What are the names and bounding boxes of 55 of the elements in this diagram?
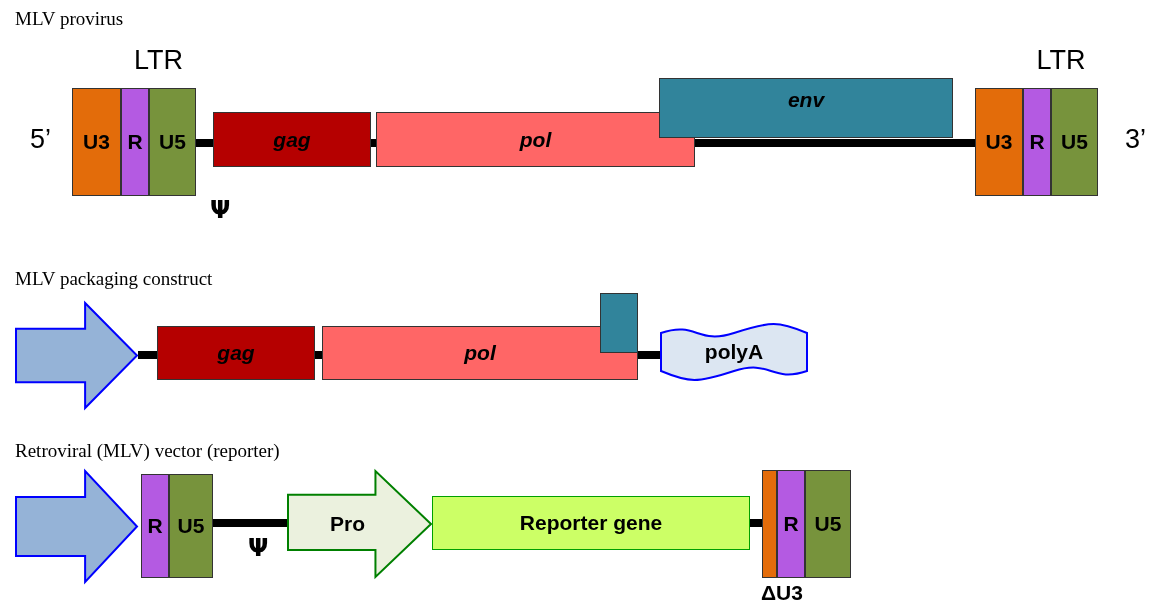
backbone-line (638, 351, 660, 359)
gene-segment (169, 474, 213, 578)
gene-segment (322, 326, 638, 380)
backbone-line (213, 519, 287, 527)
ltr-label: LTR (134, 45, 183, 75)
segment-label: gag (273, 127, 311, 152)
gene-segment (213, 112, 371, 167)
packaging-signal-label: Ψ (210, 196, 231, 224)
segment-label: Pro (330, 512, 365, 536)
promoter-arrow (287, 470, 432, 578)
segment-label: pol (519, 127, 552, 152)
segment-label: U5 (1061, 130, 1088, 154)
segment-label: U5 (177, 514, 205, 538)
segment-label: U3 (83, 130, 110, 154)
gene-segment (432, 496, 750, 550)
segment-label: gag (217, 341, 255, 365)
segment-label: pol (464, 341, 496, 365)
segment-label: Reporter gene (519, 511, 663, 535)
packaging-signal-label: Ψ (248, 534, 269, 562)
backbone-line (750, 519, 762, 527)
segment-label: U5 (814, 512, 842, 536)
gene-segment (149, 88, 196, 196)
gene-segment (141, 474, 169, 578)
section-title: MLV packaging construct (15, 268, 213, 290)
promoter-arrow (15, 302, 138, 409)
gene-segment (1051, 88, 1098, 196)
gene-segment (600, 293, 638, 353)
backbone-line (315, 351, 322, 359)
segment-label: R (783, 512, 799, 536)
segment-label: U5 (159, 130, 186, 154)
backbone-line (138, 351, 157, 359)
gene-segment (777, 470, 805, 578)
gene-segment (1023, 88, 1051, 196)
end-label: 5’ (30, 124, 51, 155)
segment-label: env (787, 88, 825, 112)
gene-segment (975, 88, 1023, 196)
gene-segment (157, 326, 315, 380)
promoter-arrow (15, 470, 138, 583)
segment-label: U3 (985, 130, 1013, 154)
backbone-line (695, 139, 975, 147)
end-label: 3’ (1125, 124, 1146, 155)
segment-label: R (1029, 130, 1045, 154)
ltr-label: LTR (1036, 45, 1086, 75)
gene-segment (659, 78, 953, 138)
gene-segment (376, 112, 695, 167)
gene-segment (805, 470, 851, 578)
segment-label: R (147, 514, 163, 538)
backbone-line (196, 139, 213, 147)
segment-label: R (127, 130, 143, 154)
region-label: ΔU3 (761, 581, 803, 603)
backbone-line (371, 139, 376, 147)
gene-segment (72, 88, 121, 196)
section-title: MLV provirus (15, 8, 124, 30)
section-title: Retroviral (MLV) vector (reporter) (15, 440, 280, 462)
gene-segment (121, 88, 149, 196)
